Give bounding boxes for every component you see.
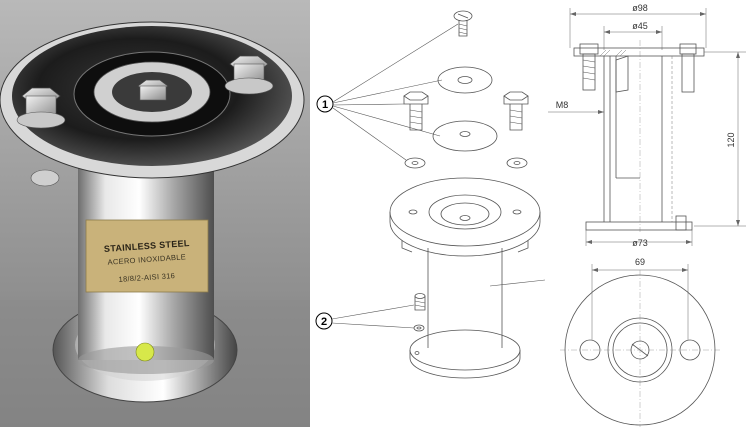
plan-view: 69	[560, 257, 720, 427]
base-flange-drawing	[409, 329, 521, 379]
exploded-view: 1 2	[315, 10, 546, 379]
callout-2-text: 2	[321, 316, 327, 328]
dim-inner-diameter: ø45	[632, 21, 648, 31]
dim-base-diameter: ø73	[632, 238, 648, 248]
callout-1: 1	[316, 23, 459, 161]
callout-2: 2	[315, 304, 415, 330]
bolt-center	[137, 79, 169, 101]
tube-body	[427, 248, 546, 348]
material-label: STAINLESS STEEL ACERO INOXIDABLE 18/8/2-…	[85, 219, 209, 293]
bolt-right	[224, 55, 274, 95]
top-screw	[453, 10, 473, 37]
label-line-3: 18/8/2-AISI 316	[118, 271, 175, 284]
top-flange	[389, 177, 541, 257]
side-bolt-right	[503, 91, 529, 131]
sticker	[135, 342, 155, 362]
small-washer-right	[506, 157, 528, 169]
section-view: ø98 ø45	[548, 3, 746, 248]
dim-thread: M8	[556, 100, 569, 110]
dim-bolt-spacing: 69	[635, 257, 645, 267]
side-bolt-left	[403, 91, 429, 131]
technical-drawing: 1 2 ø98 ø45	[310, 0, 750, 427]
washer-lower	[432, 120, 498, 152]
dim-height: 120	[726, 132, 736, 147]
dim-outer-diameter: ø98	[632, 3, 648, 13]
bolt-left	[16, 87, 66, 129]
washer-upper	[437, 66, 493, 94]
product-photo: STAINLESS STEEL ACERO INOXIDABLE 18/8/2-…	[0, 0, 310, 427]
callout-1-text: 1	[322, 99, 328, 111]
small-washer-left	[404, 157, 426, 169]
